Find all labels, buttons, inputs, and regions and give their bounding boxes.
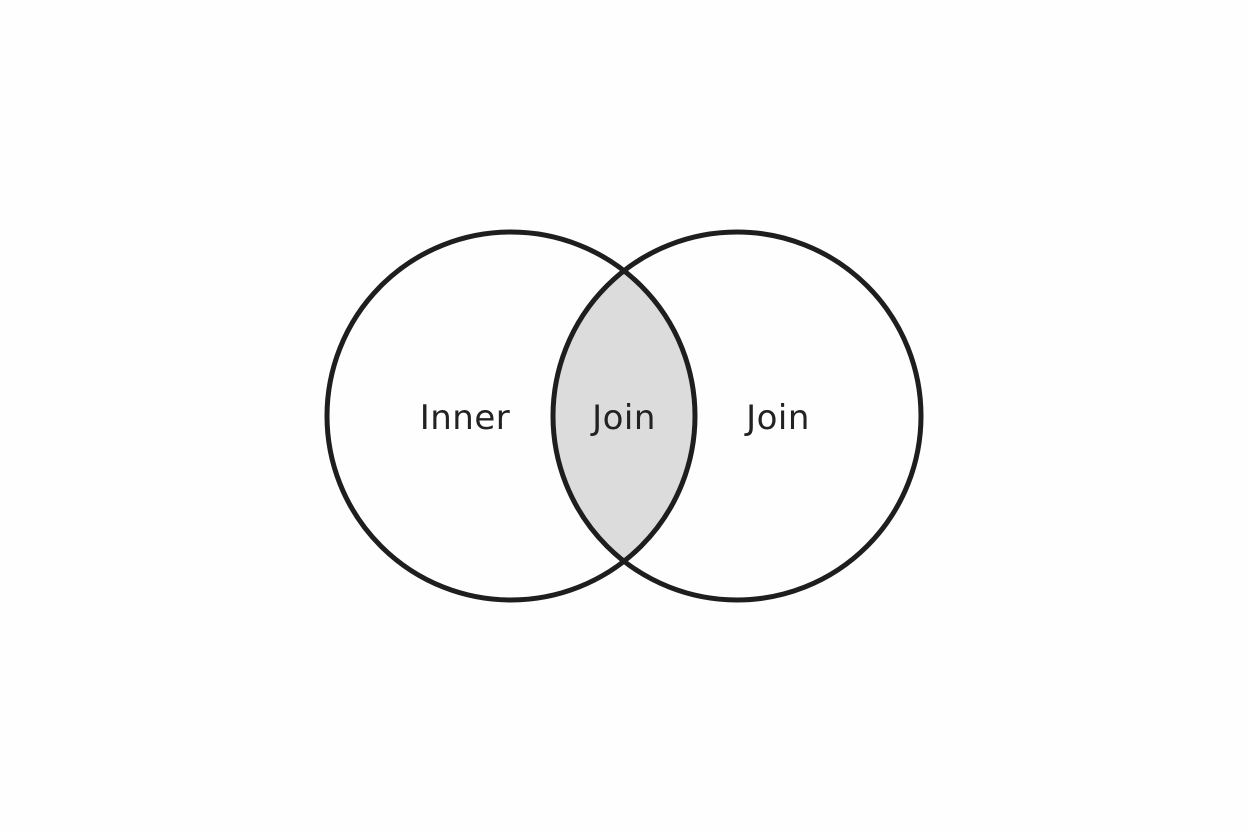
left-circle-label: Inner xyxy=(420,398,511,438)
intersection-region xyxy=(553,232,695,600)
intersection-label: Join xyxy=(590,398,656,438)
right-circle xyxy=(550,229,924,603)
left-circle xyxy=(324,229,698,603)
right-circle-label: Join xyxy=(744,398,810,438)
